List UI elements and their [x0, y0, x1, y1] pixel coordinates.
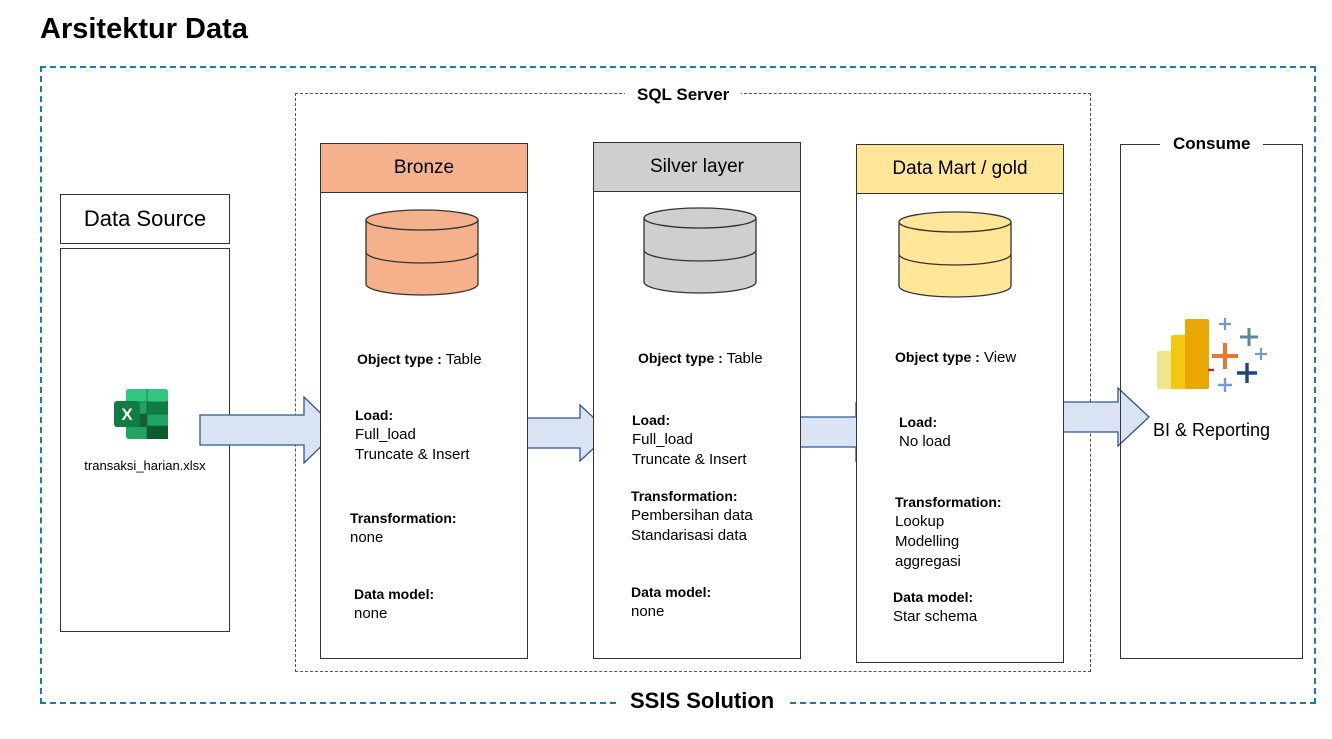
gold-data-model-label: Data model:: [893, 589, 974, 605]
gold-object-type: Object type : View: [895, 349, 1017, 366]
gold-transformation-line: Lookup: [895, 513, 945, 530]
gold-transformation-label: Transformation:: [895, 494, 1002, 510]
data-source-title: Data Source: [60, 194, 230, 244]
svg-text:X: X: [121, 405, 133, 424]
silver-transformation-line: Standarisasi data: [631, 527, 747, 544]
gold-load-label: Load:: [899, 414, 938, 430]
silver-data-model-label: Data model:: [631, 584, 712, 600]
bronze-transformation-line: none: [350, 529, 384, 546]
gold-data-model-line: Star schema: [893, 608, 978, 625]
bronze-data-model-label: Data model:: [354, 586, 435, 602]
consume-label: Consume: [1160, 133, 1264, 155]
bronze-database-icon: [365, 209, 479, 296]
consume-panel: [1120, 144, 1303, 659]
bronze-layer-header: Bronze: [320, 143, 528, 193]
silver-load-line: Truncate & Insert: [632, 451, 747, 468]
excel-icon: X: [114, 389, 168, 439]
silver-load-label: Load:: [632, 412, 671, 428]
gold-layer-header: Data Mart / gold: [856, 144, 1064, 194]
gold-transformation-line: aggregasi: [895, 553, 961, 570]
tableau-icon: [1208, 318, 1267, 392]
bronze-data-model-line: none: [354, 605, 388, 622]
page-title: Arsitektur Data: [40, 13, 248, 45]
source-file-name: transaksi_harian.xlsx: [84, 458, 206, 473]
silver-data-model-line: none: [631, 603, 665, 620]
silver-layer-header: Silver layer: [593, 142, 801, 192]
gold-database-icon: [898, 211, 1012, 298]
gold-transformation-line: Modelling: [895, 533, 960, 550]
sql-server-label: SQL Server: [625, 84, 742, 106]
silver-transformation-label: Transformation:: [631, 488, 738, 504]
bronze-load-line: Full_load: [355, 426, 416, 443]
gold-load-line: No load: [899, 433, 951, 450]
silver-transformation-line: Pembersihan data: [631, 507, 753, 524]
silver-load-line: Full_load: [632, 431, 693, 448]
bi-reporting-label: BI & Reporting: [1152, 420, 1271, 440]
arrow-source-to-bronze: [199, 395, 339, 465]
bronze-load-label: Load:: [355, 407, 394, 423]
ssis-solution-label: SSIS Solution: [616, 690, 789, 712]
power-bi-icon: [1157, 319, 1209, 389]
silver-object-type: Object type : Table: [638, 350, 763, 367]
bronze-transformation-label: Transformation:: [350, 510, 457, 526]
gold-layer-title: Data Mart / gold: [892, 158, 1028, 179]
bronze-load-line: Truncate & Insert: [355, 446, 470, 463]
bi-tools-icon: [1157, 318, 1267, 392]
bronze-layer-title: Bronze: [393, 157, 455, 178]
bronze-object-type: Object type : Table: [357, 351, 482, 368]
silver-database-icon: [643, 207, 757, 294]
silver-layer-title: Silver layer: [650, 156, 744, 177]
